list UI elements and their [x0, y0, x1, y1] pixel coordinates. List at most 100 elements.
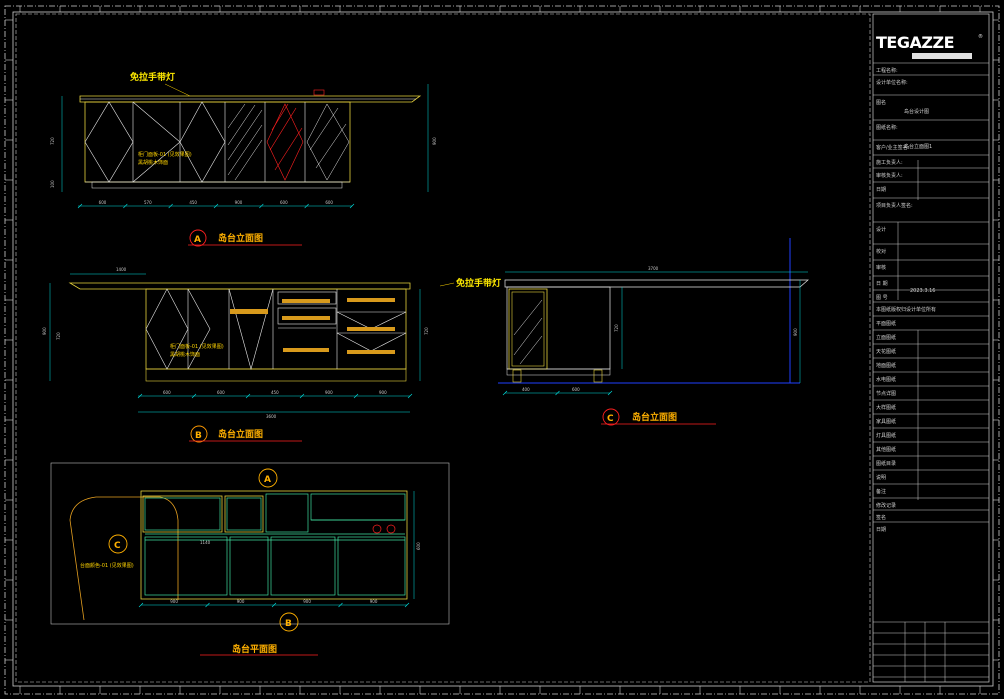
view-a-dim-left-1: 720: [50, 137, 55, 145]
title-block-label: 客户/业主签名:: [876, 144, 910, 151]
sheet-frame: [4, 5, 1000, 695]
dim-tick: [191, 393, 197, 399]
view-c-dim-bottom-1: 400: [522, 387, 530, 392]
view-b-title: 岛台立面图: [218, 428, 263, 440]
view-b-dim-total: 3600: [266, 414, 277, 419]
dim-tick: [259, 203, 264, 209]
view-a-letter: A: [194, 235, 201, 245]
dim-label: 600: [325, 200, 333, 205]
plan-marker-c: C: [114, 541, 121, 551]
title-block-label: 地面图纸: [876, 362, 896, 369]
plan-marker-a: A: [264, 475, 271, 485]
dim-tick: [77, 203, 83, 209]
title-block-label: 设计单位名称:: [876, 79, 908, 86]
drawing-value: 岛台立面图1: [904, 143, 932, 150]
title-block-label: 大样图纸: [876, 404, 896, 411]
project-value: 岛台设计图: [904, 108, 929, 115]
dim-label: 900: [379, 390, 387, 395]
view-c-marker: [602, 408, 620, 426]
view-c-dim-bottom-2: 600: [572, 387, 580, 392]
dim-tick: [245, 393, 251, 399]
plan-marker-c-circle: [108, 534, 128, 554]
view-c-dim-ticks: [502, 390, 613, 396]
logo-underline: [912, 53, 972, 59]
view-c-dim-top: 3700: [648, 266, 659, 271]
view-b-marker: [190, 425, 208, 443]
dim-tick: [607, 390, 613, 396]
view-b-note-1: 柜门面板-01 (见效果图): [170, 343, 224, 350]
dim-label: 600: [163, 390, 171, 395]
view-a-lamp-note: 免拉手带灯: [130, 71, 175, 83]
dim-tick: [349, 203, 355, 209]
plan-marker-a-circle: [258, 468, 278, 488]
title-block-label: 设计: [876, 226, 886, 233]
view-a-marker: [189, 229, 207, 247]
dim-label: 450: [271, 390, 279, 395]
title-block-label: 审核: [876, 264, 886, 271]
title-block: TEGAZZE ® 工程名称:设计单位名称:图名图纸名称:客户/业主签名:施工负…: [872, 13, 990, 683]
dim-tick: [353, 393, 359, 399]
title-block-label: 其他图纸: [876, 446, 896, 453]
title-block-label: 校对: [876, 248, 886, 255]
dim-tick: [123, 203, 128, 209]
dim-tick: [502, 390, 508, 396]
dim-label: 600: [280, 200, 288, 205]
view-a-dim-left-2: 100: [50, 180, 55, 188]
dim-label: 600: [99, 200, 107, 205]
title-block-label: 修改记录: [876, 502, 896, 509]
title-block-label: 日 期: [876, 281, 888, 287]
view-a-title: 岛台立面图: [218, 232, 263, 244]
elevation-c: 3700 400 600 720 900 C 岛台立面图: [498, 238, 809, 426]
view-c-dim-right: 900: [793, 328, 798, 336]
date-value: 2023.3.16: [910, 288, 935, 294]
dim-label: 900: [237, 599, 245, 604]
title-block-label: 平面图纸: [876, 320, 896, 327]
title-block-label: 水电图纸: [876, 376, 896, 383]
view-b-dim-ticks: [137, 393, 413, 399]
title-block-label: 签名: [876, 514, 886, 521]
dim-label: 450: [189, 200, 197, 205]
title-block-label: 日期: [876, 187, 886, 193]
title-block-label: 灯具图纸: [876, 432, 896, 439]
logo-brand: TEGAZZE: [876, 33, 954, 52]
plan-dim-right: 600: [416, 542, 421, 550]
view-b-note-2: 黑胡桃木饰面: [170, 351, 200, 358]
view-c-dim-mid: 720: [614, 324, 619, 332]
title-block-label: 说明: [876, 474, 886, 481]
view-a-dim-right: 900: [432, 137, 437, 145]
title-block-label: 项目负责人签名:: [876, 202, 913, 209]
view-b-dim-right: 720: [424, 327, 429, 335]
dim-tick: [138, 602, 144, 608]
dim-tick: [555, 390, 560, 396]
view-c-letter: C: [607, 414, 614, 424]
title-block-label: 图纸名称:: [876, 124, 898, 131]
dim-tick: [205, 602, 210, 608]
title-block-label: 节点详图: [876, 390, 896, 397]
title-block-label: 家具图纸: [876, 418, 896, 425]
title-block-label: 图名: [876, 99, 886, 106]
view-b-dim-top: 1400: [116, 267, 127, 272]
title-block-label: 图 号: [876, 295, 888, 301]
dim-tick: [137, 393, 143, 399]
view-a-note-2: 黑胡桃木饰面: [138, 159, 168, 166]
title-block-label: 本图纸版权归设计单位所有: [876, 306, 936, 313]
title-block-label: 工程名称:: [876, 67, 898, 74]
plan-marker-b-circle: [279, 612, 299, 632]
view-a-note-1: 柜门面板-01 (见效果图): [138, 151, 192, 158]
title-block-label: 图纸目录: [876, 460, 896, 467]
plan-title: 岛台平面图: [232, 643, 277, 655]
dim-tick: [404, 602, 410, 608]
dim-tick: [271, 602, 277, 608]
view-b-dim-left-2: 720: [56, 332, 61, 340]
dim-tick: [213, 203, 219, 209]
title-block-label: 备注: [876, 488, 886, 495]
plan-marker-b: B: [285, 619, 292, 629]
frame-ticks: [5, 6, 999, 694]
